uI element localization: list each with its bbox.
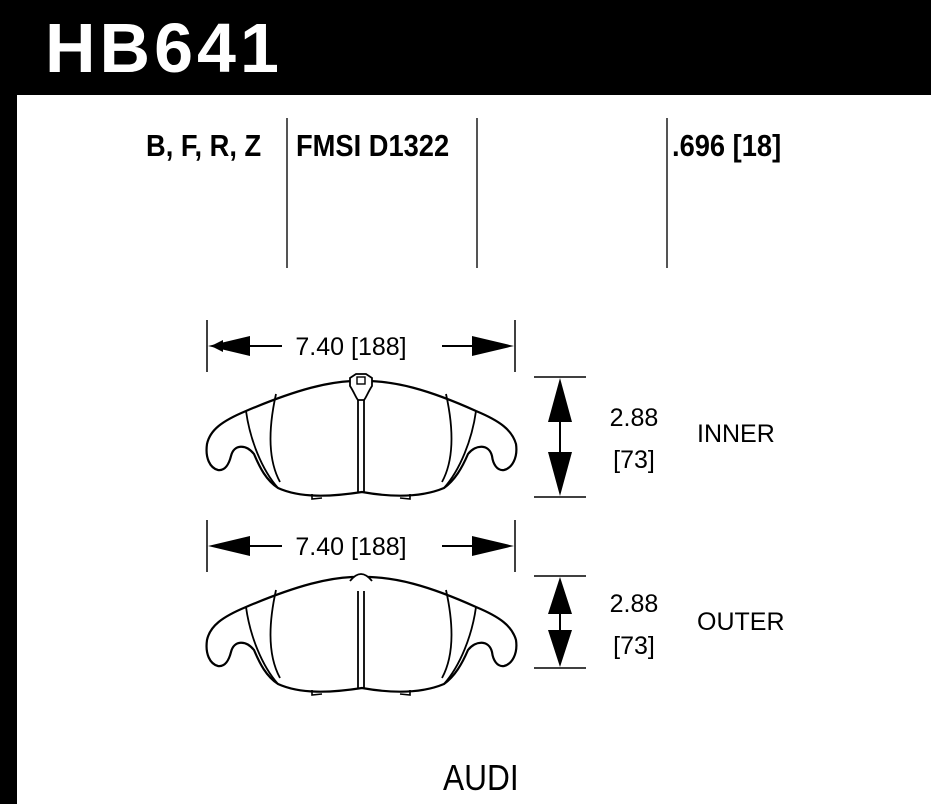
outer-height-dimension: [534, 575, 586, 669]
part-number: HB641: [45, 9, 283, 87]
outer-height-mm: [73]: [613, 632, 655, 660]
outer-height-in: 2.88: [610, 590, 659, 618]
header-divider-2: [476, 118, 478, 268]
inner-width-label: 7.40 [188]: [295, 333, 406, 361]
outer-pad-drawing: [205, 573, 518, 697]
header-divider-3: [666, 118, 668, 268]
left-border: [0, 0, 17, 804]
inner-width-dimension: [206, 320, 516, 372]
fmsi-number: FMSI D1322: [296, 128, 450, 163]
inner-pad-drawing: [205, 373, 518, 501]
wear-sensor-clip-icon: [349, 373, 373, 401]
inner-height-in: 2.88: [610, 404, 659, 432]
inner-height-dimension: [534, 376, 586, 498]
outer-width-label: 7.40 [188]: [295, 533, 406, 561]
compound-codes: B, F, R, Z: [146, 128, 262, 163]
outer-width-dimension: [206, 520, 516, 572]
header-divider-1: [286, 118, 288, 268]
header-bar: [0, 0, 931, 95]
inner-height-mm: [73]: [613, 446, 655, 474]
inner-position-label: INNER: [697, 420, 775, 448]
outer-position-label: OUTER: [697, 608, 785, 636]
pad-thickness: .696 [18]: [672, 128, 782, 163]
vehicle-make: AUDI: [443, 757, 519, 798]
